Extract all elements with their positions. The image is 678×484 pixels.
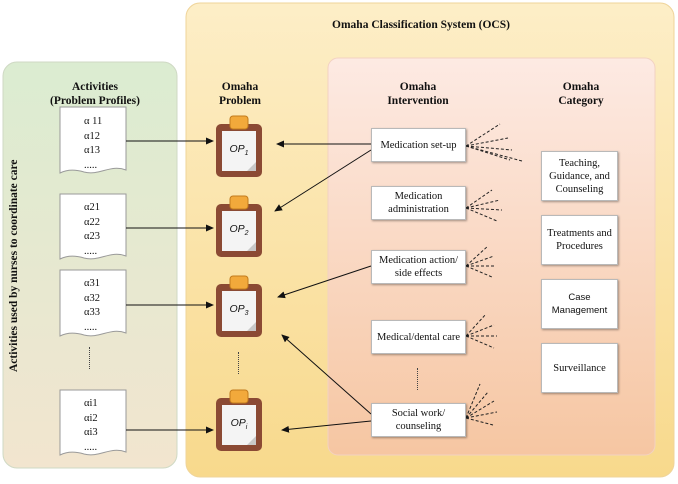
profile-item: α12 [84,130,101,142]
profile-more: ..... [84,245,98,257]
profile-doc-4 [59,389,127,456]
intervention-problem-arrows [274,140,372,433]
clipboard-icon-1 [216,115,262,177]
profile-item: α21 [84,202,101,213]
op-base: OP [229,223,245,235]
profile-more: ..... [84,441,98,453]
category-title-line1: Omaha [562,81,600,93]
profile-4-lines: αi1 αi2 αi3 ..... [84,397,98,455]
profiles-continuation-dots [89,347,92,369]
interventions-continuation-dots [417,368,420,390]
op-sub: 2 [244,230,249,238]
activities-title-line1: Activities [72,81,118,93]
op-base: OP [229,303,245,315]
intervention-medication-administration: Medication administration [371,186,466,220]
category-treatments: Treatments and Procedures [541,215,618,265]
op-sub: 1 [244,150,249,158]
profile-3-lines: α31 α32 α33 ..... [84,277,100,335]
clipboard-icon-4 [216,389,262,451]
problem-label-3: OP3 [219,303,259,317]
profile-item: αi3 [84,427,98,438]
problem-label-4: OPi [219,417,259,431]
profile-item: α13 [84,145,101,156]
category-teaching: Teaching, Guidance, and Counseling [541,151,618,201]
profile-doc-2 [59,193,127,260]
profile-item: α32 [84,292,101,304]
op-sub: 3 [244,310,249,318]
op-sub: i [245,424,248,432]
problem-label-1: OP1 [219,143,259,157]
activities-title: Activities (Problem Profiles) [40,80,150,108]
profile-doc-1 [59,106,127,174]
intervention-social-work: Social work/ counseling [371,403,466,437]
profile-more: ..... [84,321,98,333]
profile-more: ..... [84,159,98,171]
profile-1-lines: α 11 α12 α13 ..... [84,115,102,173]
intervention-category-links [465,123,523,426]
intervention-title: Omaha Intervention [370,80,466,108]
profile-item: α31 [84,278,101,289]
intervention-medication-setup: Medication set-up [371,128,466,162]
problem-title: Omaha Problem [205,80,275,108]
profile-doc-3 [59,269,127,337]
problem-title-line2: Problem [219,95,261,107]
profile-2-lines: α21 α22 α23 ..... [84,201,100,259]
profile-problem-arrows [126,137,214,434]
activities-title-line2: (Problem Profiles) [50,95,140,107]
activities-panel [2,61,178,469]
profile-item: αi2 [84,412,98,424]
category-title: Omaha Category [543,80,619,108]
ocs-title: Omaha Classification System (OCS) [332,19,510,31]
category-case-management: Case Management [541,279,618,329]
intervention-title-line1: Omaha [399,81,437,93]
profile-item: α 11 [84,116,103,127]
clipboard-icon-3 [216,275,262,337]
category-title-line2: Category [558,95,604,107]
profile-item: α23 [84,231,101,242]
category-surveillance: Surveillance [541,343,618,393]
intervention-medical-dental-care: Medical/dental care [371,320,466,354]
profile-item: α33 [84,307,101,318]
op-base: OP [229,143,245,155]
problems-continuation-dots [238,352,241,374]
intervention-medication-action: Medication action/ side effects [371,250,466,284]
clipboard-icon-2 [216,195,262,257]
activities-side-label: Activities used by nurses to coordinate … [8,159,20,372]
op-base: OP [230,417,246,429]
problem-title-line1: Omaha [221,81,259,93]
intervention-title-line2: Intervention [387,95,449,107]
profile-item: αi1 [84,398,98,409]
problem-label-2: OP2 [219,223,259,237]
profile-item: α22 [84,216,101,228]
